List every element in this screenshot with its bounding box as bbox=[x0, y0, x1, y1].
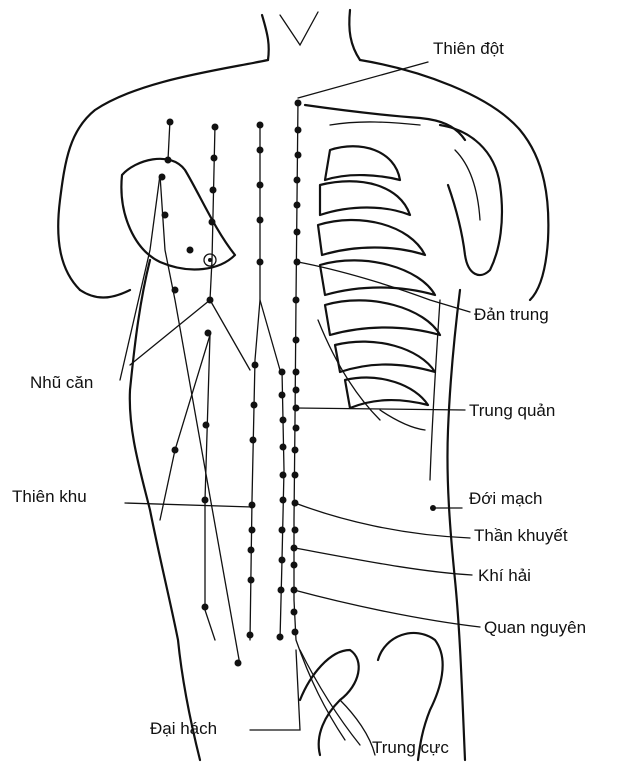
torso-outline bbox=[58, 10, 548, 760]
label-dan-trung: Đản trung bbox=[474, 305, 549, 324]
label-nhu-can: Nhũ căn bbox=[30, 373, 93, 392]
label-dai-hach: Đại hách bbox=[150, 719, 217, 738]
left-pectoral bbox=[121, 159, 235, 270]
label-doi-mach: Đới mạch bbox=[469, 489, 543, 508]
meridian-lines bbox=[120, 100, 345, 740]
label-than-khuyet: Thần khuyết bbox=[474, 526, 568, 545]
label-trung-cuc: Trung cực bbox=[372, 738, 449, 757]
label-quan-nguyen: Quan nguyên bbox=[484, 618, 586, 637]
label-trung-quan: Trung quản bbox=[469, 401, 555, 420]
label-khi-hai: Khí hải bbox=[478, 566, 531, 585]
rib-cage bbox=[318, 146, 440, 430]
label-thien-khu: Thiên khu bbox=[12, 487, 87, 506]
label-thien-dot: Thiên đột bbox=[433, 39, 504, 58]
